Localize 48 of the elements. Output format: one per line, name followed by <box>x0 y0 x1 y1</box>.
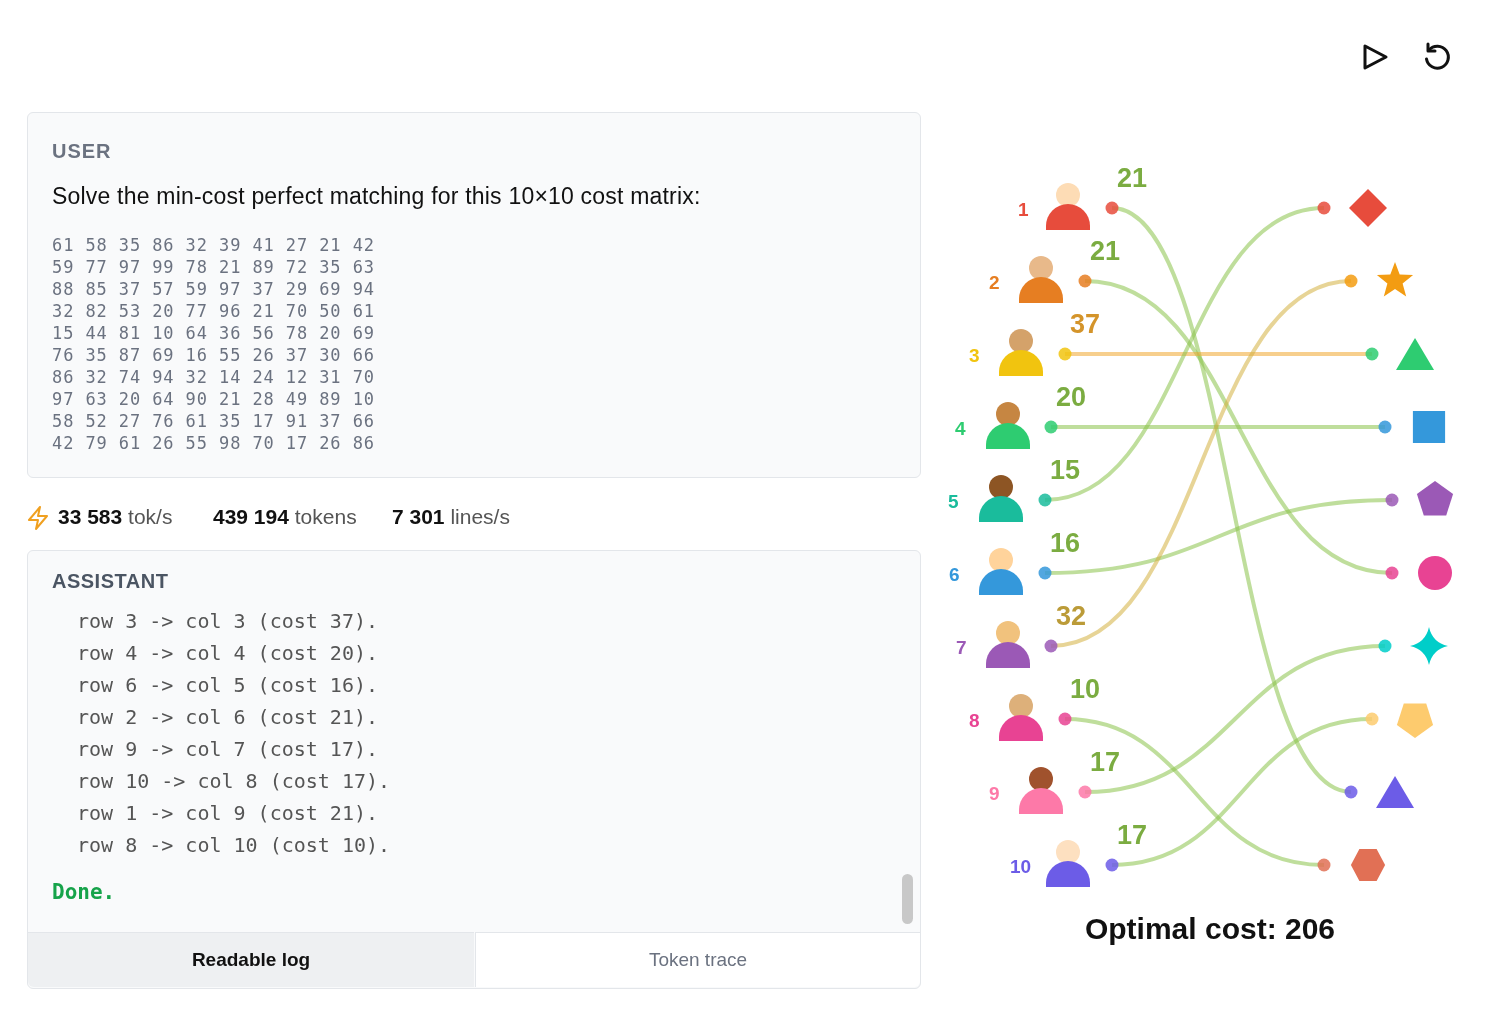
row-number: 4 <box>955 419 966 439</box>
tab: Token trace <box>475 932 920 987</box>
matrix-row: 32 82 53 20 77 96 21 70 50 61 <box>52 300 375 322</box>
matching-line <box>1058 712 1331 872</box>
matching-line <box>1078 639 1392 799</box>
matrix-row: 88 85 37 57 59 97 37 29 69 94 <box>52 278 375 300</box>
section-heading: ASSISTANT <box>52 570 169 593</box>
token-count-stat: 439 194 tokens <box>213 505 357 529</box>
row-number: 6 <box>949 565 960 585</box>
row-number: 9 <box>989 784 1000 804</box>
log-line: row 10 -> col 8 (cost 17). <box>77 769 391 793</box>
matrix-row: 42 79 61 26 55 98 70 17 26 86 <box>52 432 375 454</box>
throughput-stat: 33 583 tok/s <box>58 505 173 529</box>
log-line: row 4 -> col 4 (cost 20). <box>77 641 379 665</box>
result-caption: Optimal cost: 206 <box>1083 912 1337 946</box>
matrix-row: 61 58 35 86 32 39 41 27 21 42 <box>52 234 375 256</box>
row-number: 8 <box>969 711 980 731</box>
matching-line <box>1044 420 1392 434</box>
section-heading: USER <box>52 140 112 163</box>
row-number: 5 <box>948 492 959 512</box>
matrix-row: 58 52 27 76 61 35 17 91 37 66 <box>52 410 375 432</box>
matrix-row: 86 32 74 94 32 14 24 12 31 70 <box>52 366 375 388</box>
matrix-row: 76 35 87 69 16 55 26 37 30 66 <box>52 344 375 366</box>
matching-line <box>1105 201 1358 799</box>
row-number: 7 <box>956 638 967 658</box>
row-number: 2 <box>989 273 1000 293</box>
row-number: 1 <box>1018 200 1029 220</box>
matching-line <box>1058 347 1379 361</box>
log-line: row 2 -> col 6 (cost 21). <box>77 705 379 729</box>
matrix-row: 15 44 81 10 64 36 56 78 20 69 <box>52 322 375 344</box>
matching-line <box>1038 201 1331 507</box>
prompt-text: Solve the min-cost perfect matching for this 10×10 cost matrix: <box>52 183 701 210</box>
matching-line <box>1105 712 1379 872</box>
log-line: row 6 -> col 5 (cost 16). <box>77 673 379 697</box>
lines-rate-stat: 7 301 lines/s <box>392 505 510 529</box>
tab: Readable log <box>28 932 474 987</box>
status-text: Done. <box>52 880 116 904</box>
matrix-row: 97 63 20 64 90 21 28 49 89 10 <box>52 388 375 410</box>
matrix-row: 59 77 97 99 78 21 89 72 35 63 <box>52 256 375 278</box>
log-line: row 3 -> col 3 (cost 37). <box>77 609 379 633</box>
matching-line <box>1038 493 1399 580</box>
log-line: row 9 -> col 7 (cost 17). <box>77 737 379 761</box>
row-number: 3 <box>969 346 980 366</box>
log-line: row 1 -> col 9 (cost 21). <box>77 801 379 825</box>
matching-line <box>1078 274 1399 580</box>
log-line: row 8 -> col 10 (cost 10). <box>77 833 391 857</box>
matching-line <box>1044 274 1358 653</box>
row-number: 10 <box>1010 857 1032 877</box>
